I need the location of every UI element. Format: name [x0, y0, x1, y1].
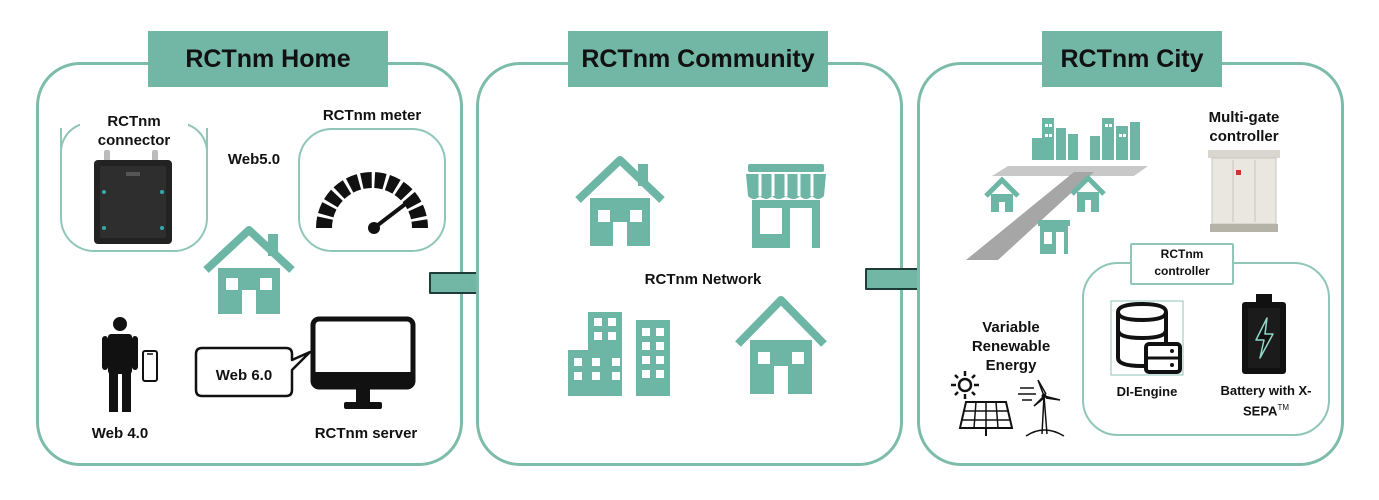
diengine-label: DI-Engine [1116, 384, 1178, 399]
gauge-icon [316, 172, 428, 234]
sun-icon [951, 371, 979, 399]
community-shop-icon [746, 164, 826, 248]
phone-icon [142, 350, 158, 382]
community-house-icon-1 [575, 156, 665, 246]
battery-tm: TM [1277, 403, 1289, 412]
web5-label: Web5.0 [227, 151, 281, 168]
web6-label: Web 6.0 [215, 367, 273, 384]
web4-label: Web 4.0 [91, 425, 149, 442]
community-buildings-icon [568, 312, 670, 396]
battery-label-text: Battery with X-SEPA [1220, 383, 1312, 419]
network-label: RCTnm Network [644, 271, 762, 288]
wind-turbine-icon [1018, 379, 1065, 437]
multigate-cabinet-icon [1208, 150, 1280, 232]
server-label: RCTnm server [314, 425, 418, 442]
city-scene-icon [966, 118, 1148, 260]
multigate-label: Multi-gate controller [1208, 109, 1280, 145]
controller-label: RCTnm controller [1154, 247, 1210, 278]
meter-label: RCTnm meter [322, 106, 422, 125]
solar-panel-icon [958, 401, 1014, 436]
battery-label: Battery with X-SEPATM [1214, 382, 1318, 419]
home-title: RCTnm Home [148, 31, 388, 87]
community-title: RCTnm Community [568, 31, 828, 87]
home-house-icon [203, 226, 295, 314]
database-server-icon [1110, 300, 1184, 376]
person-icon [102, 317, 138, 412]
vre-label: Variable Renewable Energy [971, 319, 1051, 374]
connector-label: RCTnm connector [80, 112, 188, 150]
battery-icon [1242, 294, 1286, 374]
server-monitor-icon [310, 316, 416, 409]
meter-box [298, 128, 446, 252]
speech-bubble [194, 346, 312, 398]
controller-title-box [1130, 243, 1234, 285]
community-panel [476, 62, 903, 466]
connector-device-icon [94, 150, 172, 244]
city-title: RCTnm City [1042, 31, 1222, 87]
community-house-icon-2 [735, 296, 827, 394]
connector-box [60, 128, 208, 252]
